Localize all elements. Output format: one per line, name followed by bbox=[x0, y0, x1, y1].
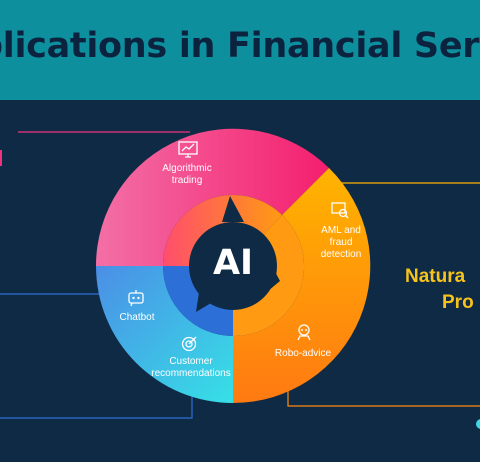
segment-label-chatbot: Chatbot bbox=[119, 312, 155, 323]
outer-ring bbox=[95, 128, 371, 404]
robot-icon bbox=[297, 324, 311, 341]
ring-segment-orange bbox=[233, 168, 371, 404]
ring-segment-cyan bbox=[96, 266, 233, 403]
connector-lines bbox=[0, 131, 480, 419]
hub-notch-left bbox=[196, 286, 216, 312]
chatbot-icon bbox=[128, 290, 144, 307]
banner-title: plications in Financial Ser bbox=[0, 26, 480, 66]
side-label-line1: Natura bbox=[405, 266, 466, 287]
segment-label-robo-advice: Robo-advice bbox=[274, 348, 332, 359]
connector-bottom-left bbox=[0, 392, 193, 419]
cyan-edge-dot bbox=[476, 419, 480, 429]
connector-bottom-right bbox=[287, 386, 480, 407]
title-banner: plications in Financial Ser bbox=[0, 0, 480, 100]
fraud-search-icon bbox=[331, 202, 349, 219]
segment-label-customer-recommendations: Customer recommendations bbox=[151, 356, 231, 379]
hub-notch-top bbox=[222, 196, 244, 222]
segment-label-aml-fraud: AML and fraud detection bbox=[320, 225, 362, 260]
target-icon bbox=[181, 336, 197, 352]
segment-label-algorithmic-trading: Algorithmic trading bbox=[162, 163, 212, 186]
ring-segment-pink bbox=[95, 128, 329, 266]
pink-edge-marker bbox=[0, 150, 2, 166]
side-label-line2: Pro bbox=[442, 292, 474, 313]
center-ai-label: AI bbox=[212, 243, 254, 283]
hub-notch-right bbox=[262, 262, 280, 296]
center-hub bbox=[189, 222, 277, 310]
trading-chart-icon bbox=[178, 141, 198, 158]
